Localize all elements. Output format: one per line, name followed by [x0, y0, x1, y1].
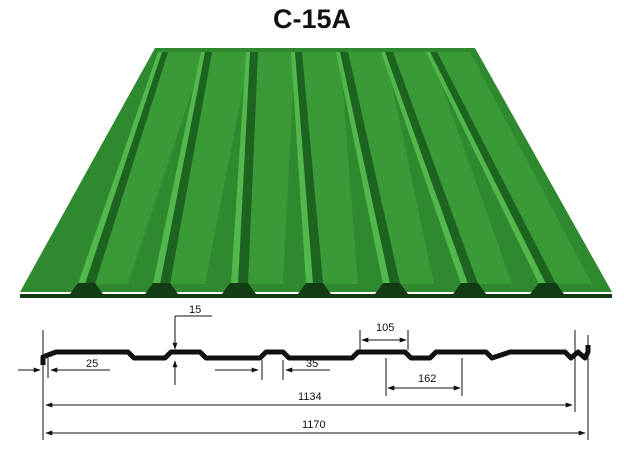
profile-cross-section — [40, 345, 591, 365]
dim-label-1134: 1134 — [298, 391, 322, 403]
dim-label-25: 25 — [86, 358, 98, 370]
profile-line — [40, 345, 591, 365]
dim-label-15: 15 — [189, 304, 201, 316]
dim-label-1170: 1170 — [302, 419, 326, 431]
dim-label-35: 35 — [306, 358, 318, 370]
corrugated-sheet-3d — [20, 48, 612, 298]
dim-label-105: 105 — [376, 322, 394, 334]
dimension-annotations — [18, 315, 589, 440]
sheet-front-edge — [20, 283, 612, 298]
dim-label-162: 162 — [418, 373, 436, 385]
profile-title: C-15A — [272, 4, 352, 34]
